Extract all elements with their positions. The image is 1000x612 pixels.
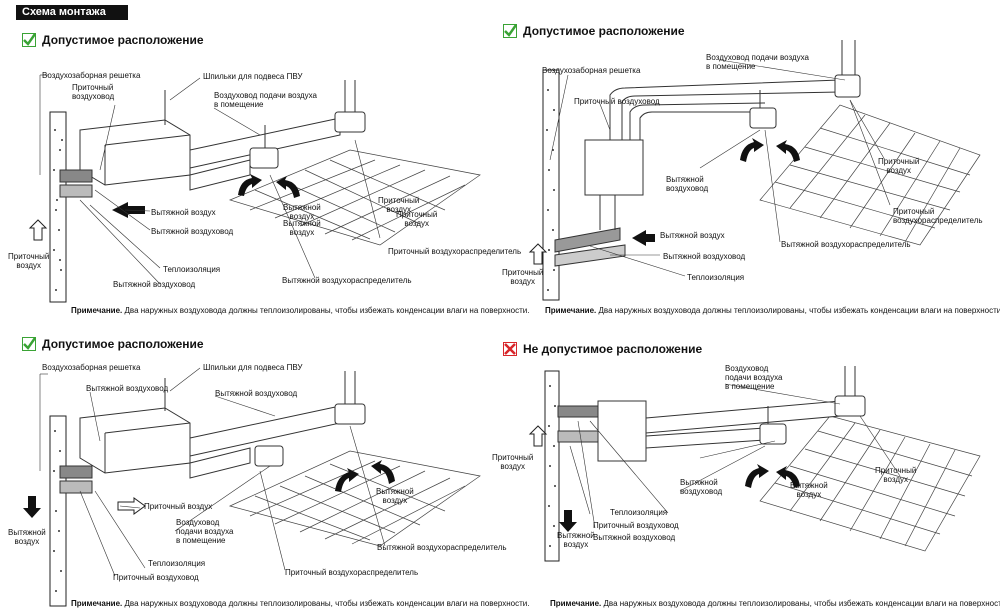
label-exhaust-air: Вытяжной воздух bbox=[151, 208, 216, 217]
panel-3-title: Допустимое расположение bbox=[22, 337, 204, 351]
label-exhaust-diffuser: Вытяжной воздухораспределитель bbox=[377, 543, 507, 552]
label-insulation: Теплоизоляция bbox=[148, 559, 206, 568]
label-supply-duct: Приточный воздуховод bbox=[113, 573, 199, 582]
panel-2: Допустимое расположение Воздухозаборная … bbox=[500, 0, 1000, 315]
panel-1: Допустимое расположение Воздухозаборная … bbox=[0, 0, 529, 315]
checkmark-icon bbox=[22, 33, 36, 47]
label-supply-duct: Приточный воздуховод bbox=[593, 521, 679, 530]
label-rods: Шпильки для подвеса ПВУ bbox=[203, 72, 303, 81]
label-rods: Шпильки для подвеса ПВУ bbox=[203, 363, 303, 372]
label-insulation: Теплоизоляция bbox=[163, 265, 221, 274]
panel-title-text: Не допустимое расположение bbox=[523, 342, 703, 356]
label-exhaust-duct-2: Вытяжной воздуховод bbox=[593, 533, 676, 542]
label-exhaust-duct-2: Вытяжной воздуховод bbox=[113, 280, 196, 289]
label-exhaust-diffuser: Вытяжной воздухораспределитель bbox=[781, 240, 911, 249]
panel-1-drawing bbox=[28, 74, 481, 303]
label-insulation: Теплоизоляция bbox=[610, 508, 668, 517]
cross-icon bbox=[503, 342, 517, 356]
section-header: Схема монтажа bbox=[16, 5, 128, 20]
label-insulation: Теплоизоляция bbox=[687, 273, 745, 282]
label-exhaust-duct-2: Вытяжной воздуховод bbox=[663, 252, 746, 261]
panel-title-text: Допустимое расположение bbox=[42, 33, 204, 47]
label-supply-duct: Приточный воздуховод bbox=[574, 97, 660, 106]
panel-2-drawing bbox=[528, 40, 981, 301]
label-exhaust-diffuser: Вытяжной воздухораспределитель bbox=[282, 276, 412, 285]
label-grille: Воздухозаборная решетка bbox=[542, 66, 641, 75]
checkmark-icon bbox=[503, 24, 517, 38]
label-grille: Воздухозаборная решетка bbox=[42, 71, 141, 80]
panel-2-title: Допустимое расположение bbox=[503, 24, 685, 38]
label-supply-diffuser: Приточный воздухораспределитель bbox=[388, 247, 522, 256]
panel-3: Допустимое расположение Воздухозаборная … bbox=[0, 306, 529, 612]
panel-2-note: Примечание. Два наружных воздуховода дол… bbox=[545, 306, 1000, 315]
panel-3-drawing bbox=[23, 367, 481, 607]
panel-4-title: Не допустимое расположение bbox=[503, 342, 702, 356]
panel-3-note: Примечание. Два наружных воздуховода дол… bbox=[71, 599, 530, 608]
label-exhaust-duct-top: Вытяжной воздуховод bbox=[86, 384, 169, 393]
panel-1-title: Допустимое расположение bbox=[22, 33, 204, 47]
checkmark-icon bbox=[22, 337, 36, 351]
panel-1-note: Примечание. Два наружных воздуховода дол… bbox=[71, 306, 530, 315]
label-exhaust-duct: Вытяжной воздуховод bbox=[151, 227, 234, 236]
label-exhaust-duct-mid: Вытяжной воздуховод bbox=[215, 389, 298, 398]
panel-4-note: Примечание. Два наружных воздуховода дол… bbox=[550, 599, 1000, 608]
label-exhaust-air: Вытяжной воздух bbox=[660, 231, 725, 240]
panel-4-drawing bbox=[528, 366, 981, 562]
label-grille: Воздухозаборная решетка bbox=[42, 363, 141, 372]
panel-title-text: Допустимое расположение bbox=[42, 337, 204, 351]
panel-title-text: Допустимое расположение bbox=[523, 24, 685, 38]
label-supply-air: Приточный воздух bbox=[144, 502, 213, 511]
label-supply-diffuser: Приточный воздухораспределитель bbox=[285, 568, 419, 577]
